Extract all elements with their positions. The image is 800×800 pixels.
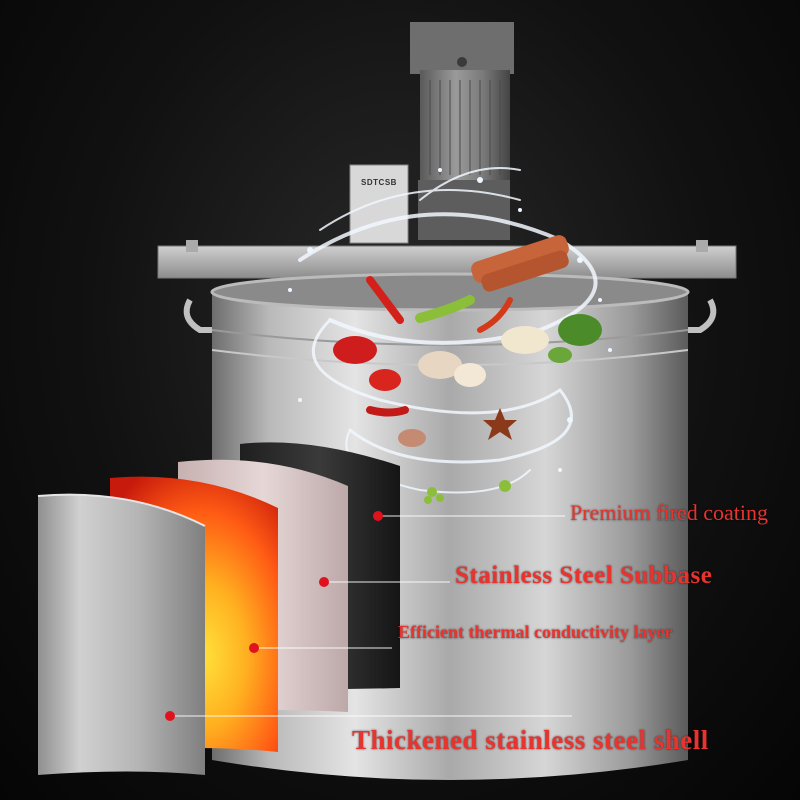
label-stainless-steel-subbase: Stainless Steel Subbase	[455, 562, 713, 589]
label-thickened-steel-shell: Thickened stainless steel shell	[352, 725, 709, 755]
callout-lines	[172, 515, 572, 717]
layer-outer-shell	[37, 493, 206, 775]
label-thermal-conductivity-layer: Efficient thermal conductivity layer	[398, 622, 673, 642]
callout-dots	[165, 511, 383, 721]
machine-badge: SDTCSB	[361, 178, 397, 187]
water-droplets	[288, 168, 612, 472]
label-premium-fired-coating: Premium fired coating	[570, 500, 768, 525]
motor-unit	[349, 22, 514, 244]
cooking-ingredients	[333, 235, 602, 504]
